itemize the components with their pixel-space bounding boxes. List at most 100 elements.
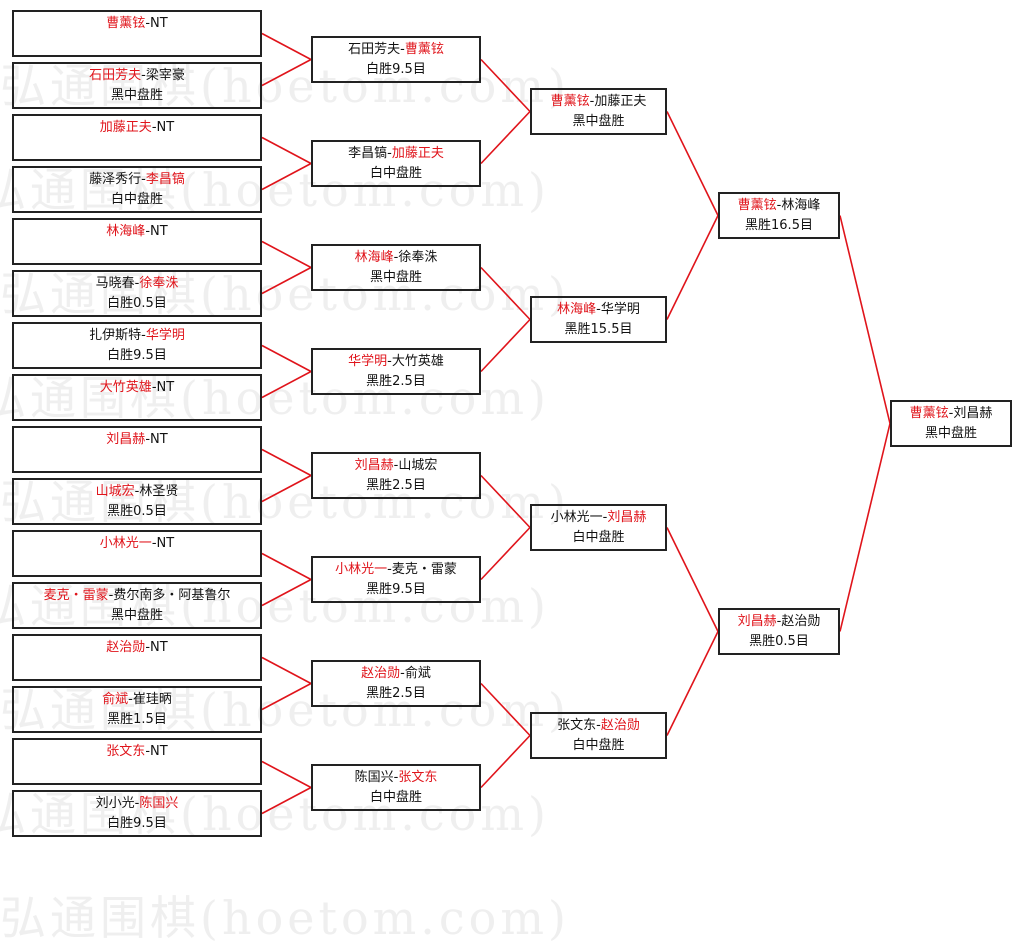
match-box-r3-1: 曹薰铉-加藤正夫黑中盘胜 <box>530 88 667 135</box>
match-players: 张文东-NT <box>14 742 260 762</box>
player-2: 徐奉洙 <box>398 250 438 265</box>
match-box-r3-3: 小林光一-刘昌赫白中盘胜 <box>530 504 667 551</box>
match-box-r1-4: 藤泽秀行-李昌镐白中盘胜 <box>12 166 262 213</box>
watermark-text: 弘通围棋(hoetom.com) <box>0 891 570 945</box>
player-2: 麦克・雷蒙 <box>391 562 457 577</box>
player-2: 刘昌赫 <box>607 510 647 525</box>
match-box-r1-5: 林海峰-NT <box>12 218 262 265</box>
player-1: 华学明 <box>348 354 388 369</box>
player-2: 刘昌赫 <box>953 406 993 421</box>
match-box-r1-3: 加藤正夫-NT <box>12 114 262 161</box>
player-1: 扎伊斯特 <box>89 328 142 343</box>
connector-line <box>480 318 531 373</box>
match-box-r1-7: 扎伊斯特-华学明白胜9.5目 <box>12 322 262 369</box>
match-box-r1-2: 石田芳夫-梁宰豪黑中盘胜 <box>12 62 262 109</box>
match-players: 林海峰-徐奉洙 <box>313 248 479 268</box>
player-1: 刘昌赫 <box>354 458 394 473</box>
match-box-r1-15: 张文东-NT <box>12 738 262 785</box>
match-players: 华学明-大竹英雄 <box>313 352 479 372</box>
player-2: NT <box>150 432 168 447</box>
separator: - <box>596 302 601 317</box>
separator: - <box>128 692 133 707</box>
match-box-r1-8: 大竹英雄-NT <box>12 374 262 421</box>
separator: - <box>387 354 392 369</box>
match-result: 黑中盘胜 <box>110 608 163 623</box>
match-players: 曹薰铉-林海峰 <box>720 196 838 216</box>
player-1: 小林光一 <box>99 536 152 551</box>
match-box-r2-4: 华学明-大竹英雄黑胜2.5目 <box>311 348 481 395</box>
match-players: 小林光一-麦克・雷蒙 <box>313 560 479 580</box>
connector-line <box>480 58 531 113</box>
connector-line <box>261 552 312 581</box>
match-result: 黑胜1.5目 <box>107 712 167 727</box>
match-players: 麦克・雷蒙-费尔南多・阿基鲁尔 <box>14 586 260 606</box>
player-1: 张文东 <box>106 744 146 759</box>
connector-line <box>261 344 312 373</box>
connector-line <box>261 58 312 87</box>
player-2: 赵治勋 <box>600 718 640 733</box>
match-result: 白中盘胜 <box>572 738 625 753</box>
match-box-r2-8: 陈国兴-张文东白中盘胜 <box>311 764 481 811</box>
separator: - <box>141 68 146 83</box>
match-players: 陈国兴-张文东 <box>313 768 479 788</box>
player-1: 石田芳夫 <box>348 42 401 57</box>
connector-line <box>261 656 312 685</box>
match-players: 山城宏-林圣贤 <box>14 482 260 502</box>
player-2: 大竹英雄 <box>391 354 444 369</box>
match-box-r1-6: 马晓春-徐奉洙白胜0.5目 <box>12 270 262 317</box>
player-2: 林圣贤 <box>139 484 179 499</box>
match-result: 黑胜15.5目 <box>564 322 633 337</box>
match-players: 赵治勋-俞斌 <box>313 664 479 684</box>
bracket-connector-lines <box>261 32 891 815</box>
separator: - <box>145 640 151 655</box>
match-box-r1-11: 小林光一-NT <box>12 530 262 577</box>
separator: - <box>776 198 782 213</box>
match-players: 俞斌-崔珪昞 <box>14 690 260 710</box>
match-players: 石田芳夫-曹薰铉 <box>313 40 479 60</box>
connector-line <box>261 32 312 61</box>
player-2: 陈国兴 <box>139 796 179 811</box>
player-1: 藤泽秀行 <box>89 172 142 187</box>
match-result: 黑胜0.5目 <box>749 634 809 649</box>
match-result: 黑中盘胜 <box>369 270 422 285</box>
match-players: 曹薰铉-加藤正夫 <box>532 92 665 112</box>
player-1: 加藤正夫 <box>99 120 152 135</box>
player-2: NT <box>156 536 175 551</box>
player-1: 赵治勋 <box>361 666 401 681</box>
player-2: 加藤正夫 <box>391 146 444 161</box>
separator: - <box>145 432 151 447</box>
match-players: 扎伊斯特-华学明 <box>14 326 260 346</box>
match-players: 刘昌赫-赵治勋 <box>720 612 838 632</box>
player-1: 刘小光 <box>95 796 135 811</box>
player-1: 大竹英雄 <box>99 380 152 395</box>
connector-line <box>666 527 719 632</box>
match-result: 白中盘胜 <box>369 790 422 805</box>
player-2: 梁宰豪 <box>145 68 185 83</box>
separator: - <box>141 328 146 343</box>
player-1: 张文东 <box>557 718 597 733</box>
connector-line <box>666 111 719 216</box>
player-1: 曹薰铉 <box>909 406 949 421</box>
player-2: 加藤正夫 <box>594 94 647 109</box>
connector-line <box>261 136 312 165</box>
match-players: 加藤正夫-NT <box>14 118 260 138</box>
match-players: 藤泽秀行-李昌镐 <box>14 170 260 190</box>
connector-line <box>261 370 312 399</box>
match-players: 刘昌赫-山城宏 <box>313 456 479 476</box>
separator: - <box>145 16 151 31</box>
separator: - <box>948 406 954 421</box>
connector-line <box>480 734 531 789</box>
player-2: NT <box>150 224 168 239</box>
connector-line <box>666 215 719 320</box>
match-box-r1-1: 曹薰铉-NT <box>12 10 262 57</box>
match-players: 赵治勋-NT <box>14 638 260 658</box>
player-1: 马晓春 <box>95 276 135 291</box>
separator: - <box>134 276 140 291</box>
match-result: 黑中盘胜 <box>924 426 977 441</box>
match-box-r3-4: 张文东-赵治勋白中盘胜 <box>530 712 667 759</box>
player-1: 林海峰 <box>557 302 597 317</box>
match-players: 大竹英雄-NT <box>14 378 260 398</box>
player-1: 林海峰 <box>354 250 394 265</box>
match-result: 黑胜2.5目 <box>366 374 426 389</box>
match-result: 白胜0.5目 <box>107 296 167 311</box>
